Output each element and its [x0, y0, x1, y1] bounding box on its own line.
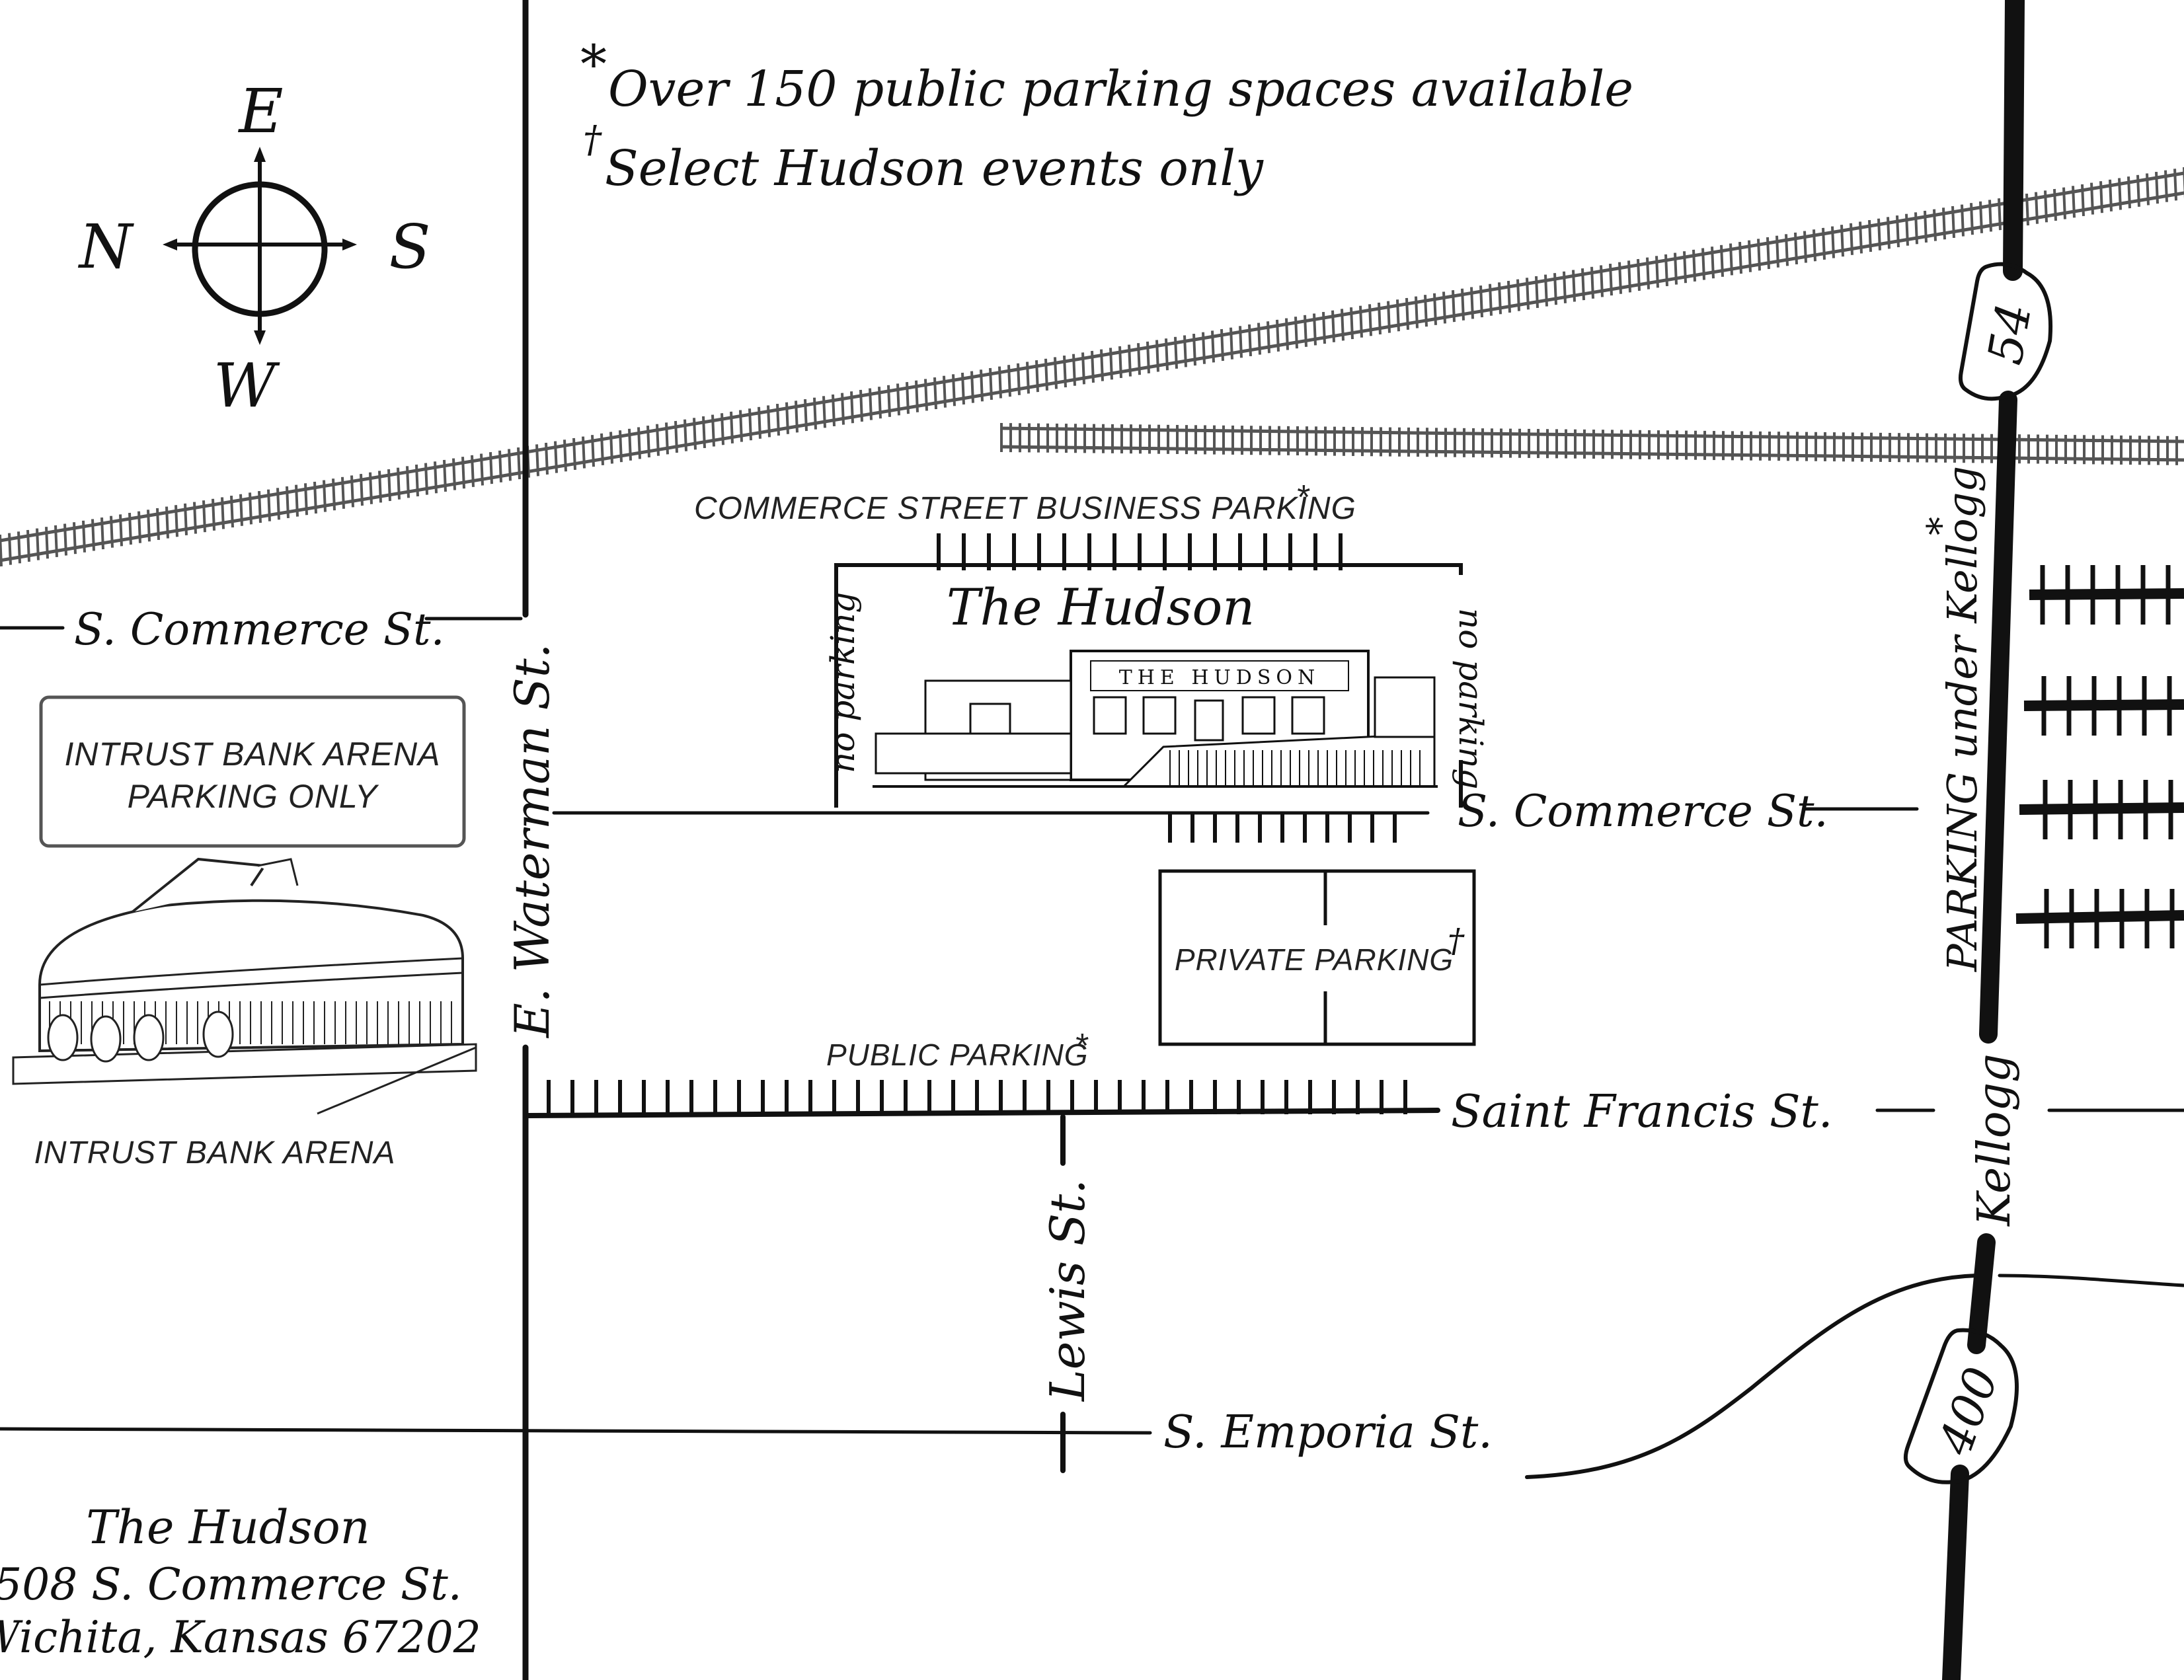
emporia-curve [1525, 1274, 1978, 1479]
railroad-main [0, 167, 2184, 567]
arena-caption: INTRUST BANK ARENA [34, 1135, 396, 1170]
public-parking-ticks [547, 1080, 1407, 1114]
private-parking-lot: PRIVATE PARKING † [1158, 869, 1476, 1046]
compass-east-label: E [237, 76, 283, 147]
label-kellogg: Kellogg [1969, 1053, 2021, 1227]
kellogg-mid [1979, 391, 2017, 1044]
compass-west-label: W [214, 350, 280, 421]
parking-under-kellogg-label: PARKING under Kellogg [1938, 466, 1986, 972]
note-public-mark: * [580, 34, 607, 95]
label-lewis: Lewis St. [1040, 1179, 1095, 1402]
hudson-sign: THE HUDSON [1119, 666, 1321, 689]
us-400-number: 400 [1928, 1360, 2009, 1463]
note-private-text: Select Hudson events only [605, 140, 1264, 197]
kellogg-south [1967, 1233, 1996, 1354]
railroad-spur [1000, 423, 2184, 465]
arena-parking-box: INTRUST BANK ARENA PARKING ONLY [39, 695, 466, 848]
us-54-number: 54 [1977, 299, 2043, 369]
kellogg-far-south [1942, 1465, 1969, 1680]
intrust-bank-arena-drawing [12, 857, 477, 1115]
arena-parking-line1: INTRUST BANK ARENA [64, 736, 440, 773]
compass-north-label: N [78, 211, 135, 282]
public-parking-mark: * [1074, 1027, 1089, 1065]
parking-under-kellogg-rows [2015, 565, 2184, 948]
address-block: The Hudson 508 S. Commerce St. Wichita, … [0, 1500, 481, 1663]
address-city: Wichita, Kansas 67202 [0, 1612, 481, 1663]
no-parking-right: no parking [1452, 608, 1490, 789]
hudson-lot: no parking no parking [824, 563, 1490, 808]
emporia-east [1998, 1274, 2184, 1287]
hudson-title: The Hudson [947, 578, 1255, 636]
label-waterman: E. Waterman St. [504, 643, 560, 1039]
note-private-mark: † [583, 118, 602, 161]
label-commerce-west: S. Commerce St. [74, 604, 445, 655]
note-public-text: Over 150 public parking spaces available [608, 61, 1633, 118]
commerce-south-parking-ticks [1168, 814, 1397, 843]
kellogg-north [2003, 0, 2025, 281]
hudson-building: The Hudson THE HUDSON [873, 578, 1438, 788]
compass-rose: E N S W [78, 76, 431, 421]
parking-under-kellogg-mark: * [1920, 517, 1963, 535]
label-commerce-east: S. Commerce St. [1458, 786, 1828, 837]
map-notes: * Over 150 public parking spaces availab… [580, 34, 1633, 197]
emporia-street [0, 1427, 1152, 1435]
us-54-shield: 54 [1958, 262, 2053, 401]
address-street: 508 S. Commerce St. [0, 1559, 462, 1610]
private-parking-label: PRIVATE PARKING [1175, 942, 1454, 977]
arena-parking-line2: PARKING ONLY [128, 778, 379, 815]
address-name: The Hudson [86, 1500, 370, 1554]
commerce-business-parking-label: COMMERCE STREET BUSINESS PARKING [694, 491, 1356, 526]
label-saint-francis: Saint Francis St. [1451, 1086, 1833, 1138]
saint-francis-street [526, 1108, 1440, 1118]
commerce-business-parking-mark: * [1296, 478, 1310, 517]
public-parking-label: PUBLIC PARKING [826, 1038, 1089, 1072]
compass-south-label: S [389, 211, 430, 282]
no-parking-left: no parking [824, 592, 862, 773]
label-emporia: S. Emporia St. [1163, 1406, 1493, 1459]
private-parking-mark: † [1448, 921, 1465, 960]
